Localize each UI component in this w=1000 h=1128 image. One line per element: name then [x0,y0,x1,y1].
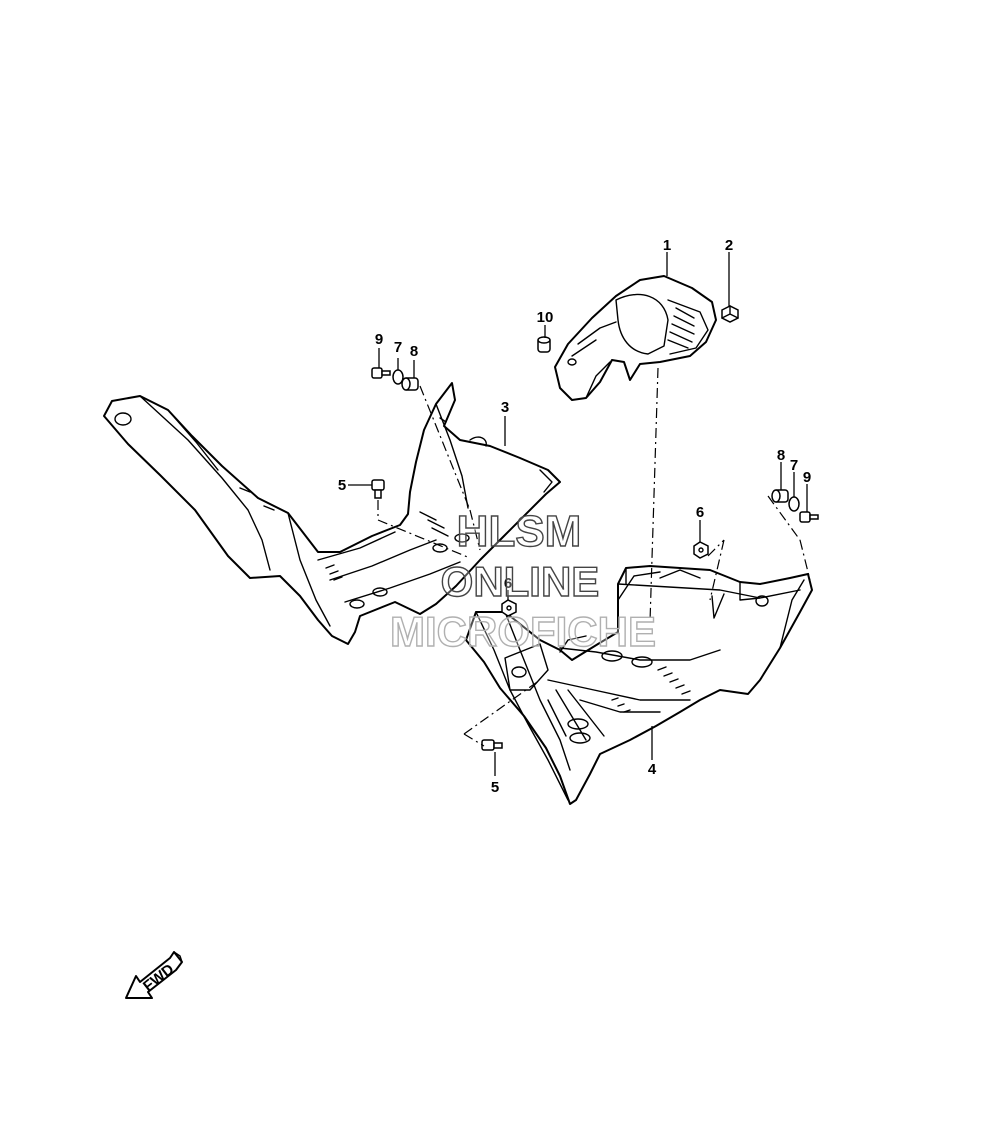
watermark-line-2: ONLINE [441,558,600,605]
watermark: HLSM ONLINE MICROFICHE [389,506,656,655]
part-4-right-footrest[interactable] [465,565,813,805]
part-7-washer-right[interactable] [788,496,800,512]
part-5-bolt-upper[interactable] [371,479,385,499]
callout-2: 2 [725,237,733,254]
hardware [371,305,819,751]
callout-5-upper: 5 [338,477,346,494]
part-1-cover[interactable] [554,275,717,401]
assembly-lines [377,367,811,747]
part-9-bolt-left[interactable] [371,367,391,379]
watermark-line-3: MICROFICHE [390,608,656,655]
part-6-nut-upper[interactable] [693,541,709,559]
part-10-grommet[interactable] [537,336,551,353]
part-8-collar-right[interactable] [771,489,789,503]
part-5-bolt-lower[interactable] [481,739,503,751]
part-2-nut[interactable] [721,305,739,323]
watermark-line-1: HLSM [457,507,582,556]
callout-6-upper: 6 [696,504,704,521]
callout-4: 4 [648,761,657,778]
leader-lines [348,252,808,776]
callout-5-lower: 5 [491,779,499,796]
part-8-collar-left[interactable] [401,377,419,391]
callout-7-right: 7 [790,457,798,474]
callout-6-lower: 6 [504,575,512,592]
callout-7-left: 7 [394,339,402,356]
callout-1: 1 [663,237,671,254]
callout-3: 3 [501,399,509,416]
part-9-bolt-right[interactable] [799,511,819,523]
fwd-arrow: FWD [125,951,183,999]
callout-9-right: 9 [803,469,811,486]
callout-10: 10 [537,309,554,326]
part-3-left-footrest[interactable] [103,382,561,645]
callout-8-right: 8 [777,447,785,464]
callout-9-left: 9 [375,331,383,348]
callout-8-left: 8 [410,343,418,360]
callout-labels: 1 2 10 9 7 8 3 5 6 6 8 7 9 4 5 [338,237,811,796]
